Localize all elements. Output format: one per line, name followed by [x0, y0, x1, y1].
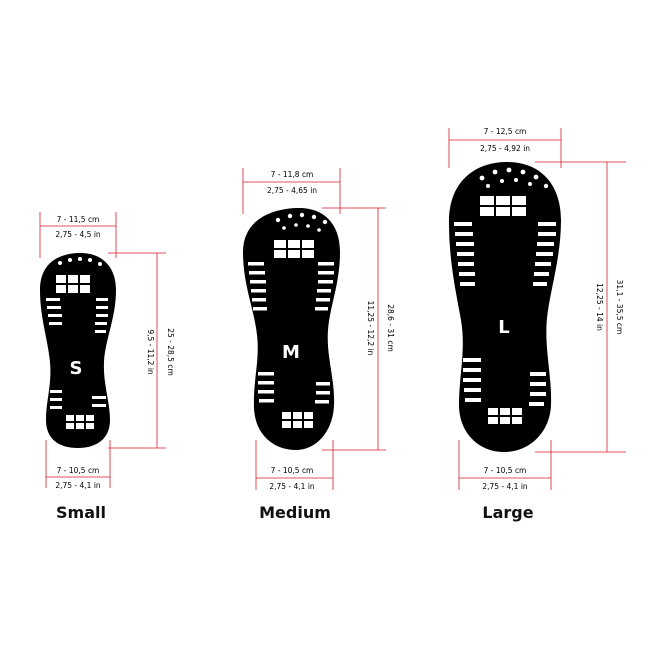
size-medium-label: Medium: [259, 503, 331, 522]
medium-length-cm: 28,6 - 31 cm: [386, 304, 395, 352]
tread-medium: [248, 212, 334, 428]
tread-large: [454, 167, 556, 424]
sole-medium-icon: [243, 207, 340, 450]
size-large-label: Large: [482, 503, 533, 522]
size-small-label: Small: [56, 503, 106, 522]
small-length-in: 9,5 - 11,2 in: [146, 329, 155, 375]
large-length-cm: 31,1 - 35,5 cm: [615, 280, 624, 335]
medium-top-width-cm: 7 - 11,8 cm: [271, 170, 314, 179]
size-small-group: S 7 - 11,5 cm 2,75 - 4,5 in 7 - 10,5 cm …: [39, 212, 175, 522]
small-top-width-in: 2,75 - 4,5 in: [55, 230, 101, 239]
medium-bottom-width-cm: 7 - 10,5 cm: [271, 466, 314, 475]
tread-small: [46, 257, 108, 429]
large-bottom-width-cm: 7 - 10,5 cm: [484, 466, 527, 475]
large-top-width-cm: 7 - 12,5 cm: [484, 127, 527, 136]
small-length-cm: 25 - 28,5 cm: [166, 328, 175, 376]
small-top-width-cm: 7 - 11,5 cm: [57, 215, 100, 224]
large-top-width-in: 2,75 - 4,92 in: [480, 144, 530, 153]
medium-top-width-in: 2,75 - 4,65 in: [267, 186, 317, 195]
sole-medium-letter: M: [282, 342, 300, 363]
size-large-group: L 7 - 12,5 cm 2,75 - 4,92 in 7 - 10,5 cm…: [448, 127, 626, 522]
medium-bottom-width-in: 2,75 - 4,1 in: [269, 482, 315, 491]
small-bottom-width-in: 2,75 - 4,1 in: [55, 481, 101, 490]
large-bottom-width-in: 2,75 - 4,1 in: [482, 482, 528, 491]
medium-length-in: 11,25 - 12,2 in: [366, 301, 375, 356]
large-length-in: 12,25 - 14 in: [595, 283, 604, 331]
sole-small-letter: S: [70, 358, 83, 379]
small-bottom-width-cm: 7 - 10,5 cm: [57, 466, 100, 475]
sole-large-letter: L: [498, 317, 509, 338]
size-medium-group: M 7 - 11,8 cm 2,75 - 4,65 in 7 - 10,5 cm…: [242, 168, 395, 522]
